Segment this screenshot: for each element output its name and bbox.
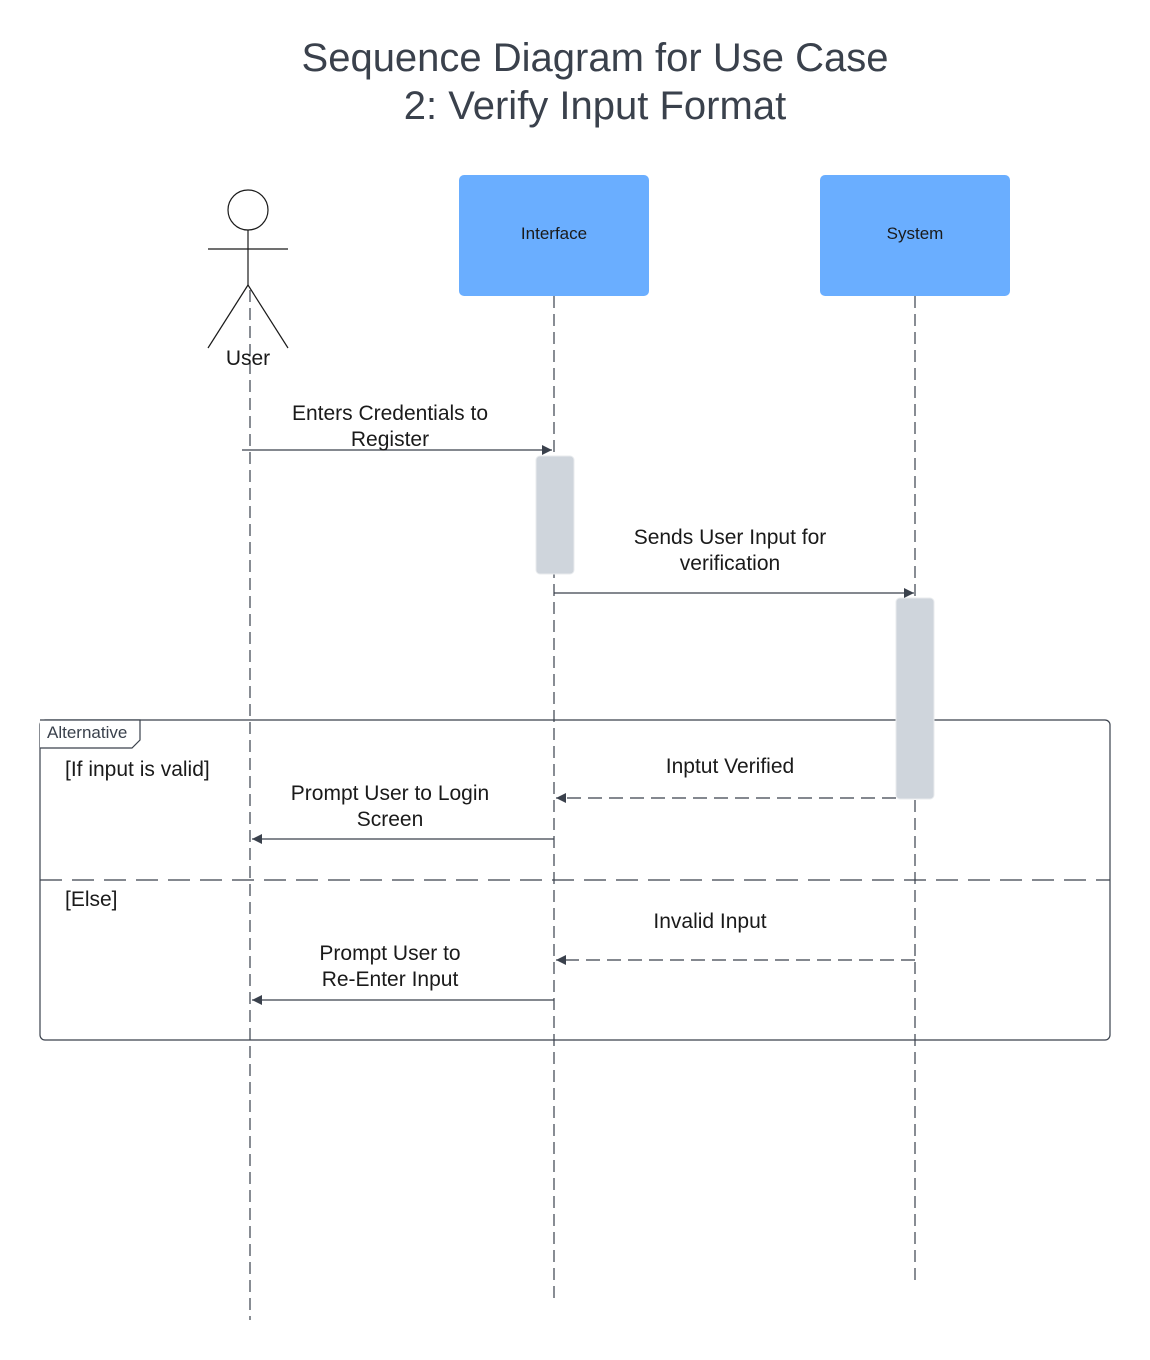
interface-activation-bar xyxy=(535,455,575,575)
interface-participant-label: Interface xyxy=(520,224,588,243)
message-label-enters-credentials: Enters Credentials to Register xyxy=(250,401,530,453)
guard-if-input-valid: [If input is valid] xyxy=(65,758,210,781)
diagram-title-line-2: 2: Verify Input Format xyxy=(403,84,787,128)
system-participant-label: System xyxy=(886,224,944,243)
message-label-line: Re-Enter Input xyxy=(321,968,459,991)
message-label-line: Inptut Verified xyxy=(665,755,795,778)
message-label-prompt-login: Prompt User to Login Screen xyxy=(250,781,530,833)
message-label-line: Sends User Input for xyxy=(633,526,827,549)
alternative-fragment-tag: Alternative xyxy=(47,723,128,742)
stick-figure-icon xyxy=(207,189,289,349)
message-label-prompt-reenter: Prompt User to Re-Enter Input xyxy=(250,941,530,993)
message-label-line: Invalid Input xyxy=(653,910,767,933)
diagram-title-line-1: Sequence Diagram for Use Case xyxy=(301,36,889,80)
message-label-line: Enters Credentials to xyxy=(291,402,489,425)
system-activation-bar xyxy=(895,597,935,800)
user-actor-label: User xyxy=(225,347,271,370)
message-label-input-verified: Inptut Verified xyxy=(590,754,870,780)
system-participant-box[interactable] xyxy=(820,175,1010,296)
diagram-title: Sequence Diagram for Use Case 2: Verify … xyxy=(220,34,970,130)
guard-else: [Else] xyxy=(65,888,118,911)
alternative-fragment-tag-box xyxy=(40,719,141,749)
message-label-sends-user-input: Sends User Input for verification xyxy=(590,525,870,577)
message-label-line: Prompt User to Login xyxy=(290,782,490,805)
interface-participant-box[interactable] xyxy=(459,175,649,296)
message-label-line: Register xyxy=(350,428,430,451)
message-label-invalid-input: Invalid Input xyxy=(570,909,850,935)
message-label-line: verification xyxy=(679,552,781,575)
message-label-line: Screen xyxy=(356,808,424,831)
message-label-line: Prompt User to xyxy=(319,942,461,965)
